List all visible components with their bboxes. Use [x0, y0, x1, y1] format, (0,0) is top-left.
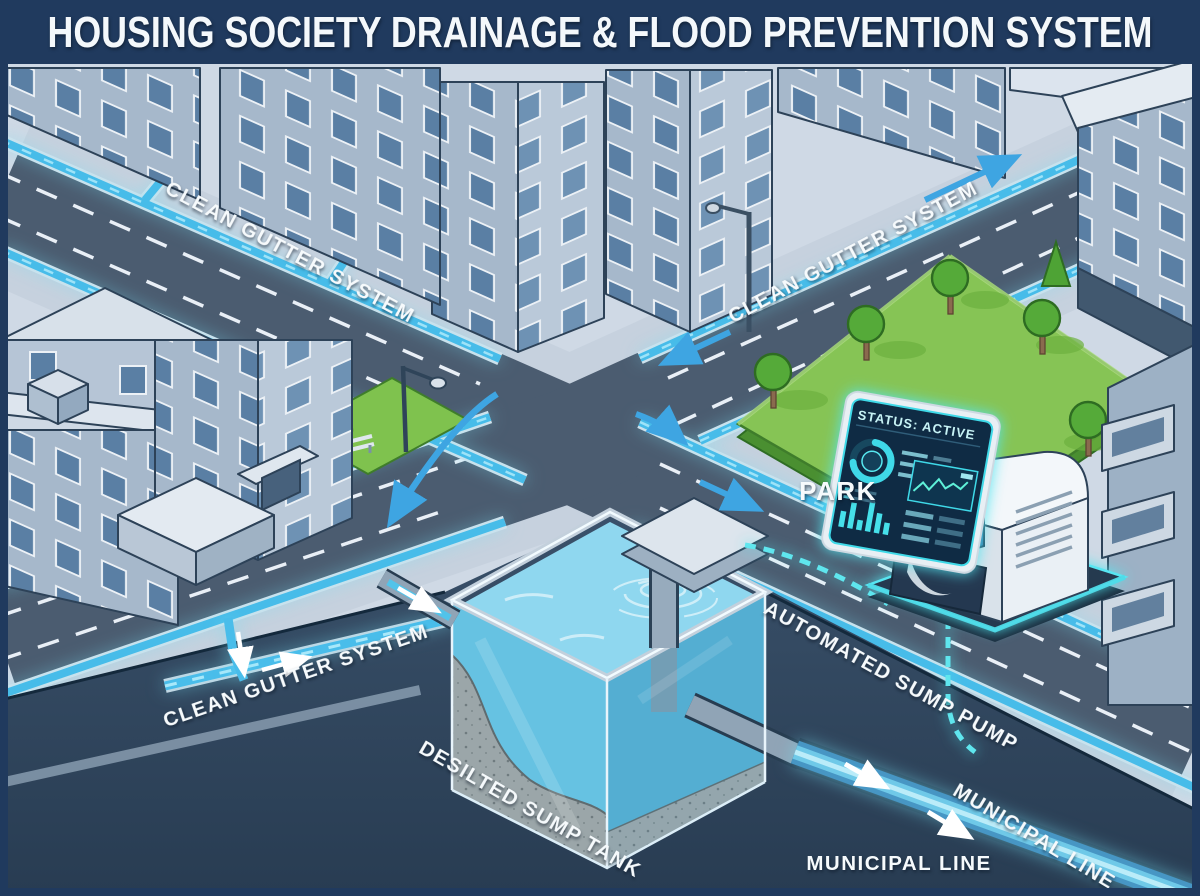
- desilted-sump-tank: [376, 497, 808, 870]
- page-title: HOUSING SOCIETY DRAINAGE & FLOOD PREVENT…: [48, 8, 1153, 57]
- building-top-left-a: [0, 67, 201, 201]
- entrance-canopy: [237, 445, 319, 485]
- sidewalk-step: [0, 685, 422, 788]
- tank-glass-edges: [443, 507, 774, 870]
- pump-connectors: [744, 542, 977, 755]
- label-park: PARK: [799, 476, 877, 506]
- control-panel-screen: STATUS: ACTIVE: [821, 390, 1001, 574]
- building-right-top: [1061, 57, 1200, 373]
- underground-gutter-pipe: [163, 611, 457, 693]
- rooftop-ac-unit: [27, 369, 89, 425]
- conifer-tree: [1040, 238, 1072, 287]
- automated-sump-pump: STATUS: ACTIVE: [821, 390, 1129, 642]
- building-top-left-b: [219, 67, 441, 306]
- municipal-line-pipe: [789, 737, 1200, 896]
- vent-grille: [1015, 490, 1073, 569]
- municipal-flow-arrow-icon: [843, 759, 891, 790]
- park-trees: [753, 238, 1108, 457]
- trend-chart-icon: [906, 459, 979, 513]
- tank-sediment: [451, 652, 608, 870]
- entrance-door: [261, 458, 301, 512]
- municipal-flow-arrow-icon: [926, 808, 975, 840]
- flow-arrow-right-icon: [261, 651, 313, 678]
- building-right-balconies: [1101, 341, 1200, 706]
- inlet-flow-arrow-icon: [396, 585, 442, 614]
- flow-arrow-down-icon: [226, 631, 254, 679]
- lamppost: [400, 365, 447, 453]
- tank-inlet-cap: [621, 497, 769, 593]
- road-flow-arrows: [386, 154, 1023, 529]
- buildings: [0, 57, 1200, 706]
- flat-white-building: [117, 477, 275, 586]
- data-rows: [843, 486, 966, 549]
- street-lamp: [705, 202, 752, 332]
- title-banner: HOUSING SOCIETY DRAINAGE & FLOOD PREVENT…: [0, 0, 1200, 64]
- building-top-center-left: [431, 81, 605, 353]
- label-municipal-line-left: MUNICIPAL LINE: [806, 852, 991, 875]
- bar-chart-icon: [838, 501, 890, 536]
